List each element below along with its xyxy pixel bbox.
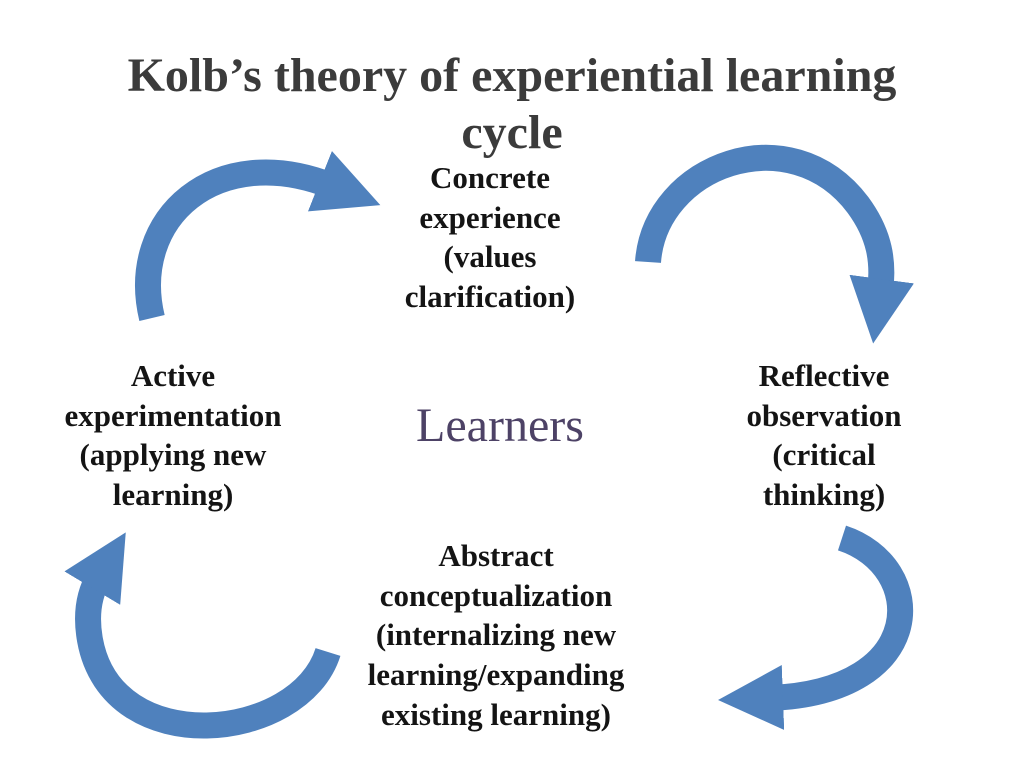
arrow-active-to-concrete-icon	[135, 150, 381, 322]
node-abstract-conceptualization: Abstract conceptualization (internalizin…	[367, 538, 625, 732]
arrow-abstract-to-active-icon	[64, 532, 341, 739]
node-reflective-observation: Reflective observation (critical thinkin…	[746, 358, 902, 513]
node-active-experimentation: Active experimentation (applying new lea…	[64, 358, 282, 513]
node-concrete-experience: Concrete experience (values clarificatio…	[404, 160, 576, 315]
center-label-learners: Learners	[416, 399, 584, 452]
arrow-reflective-to-abstract-icon	[718, 525, 913, 730]
arrow-concrete-to-reflective-icon	[635, 144, 914, 344]
page-title: Kolb’s theory of experiential learning c…	[127, 49, 897, 159]
